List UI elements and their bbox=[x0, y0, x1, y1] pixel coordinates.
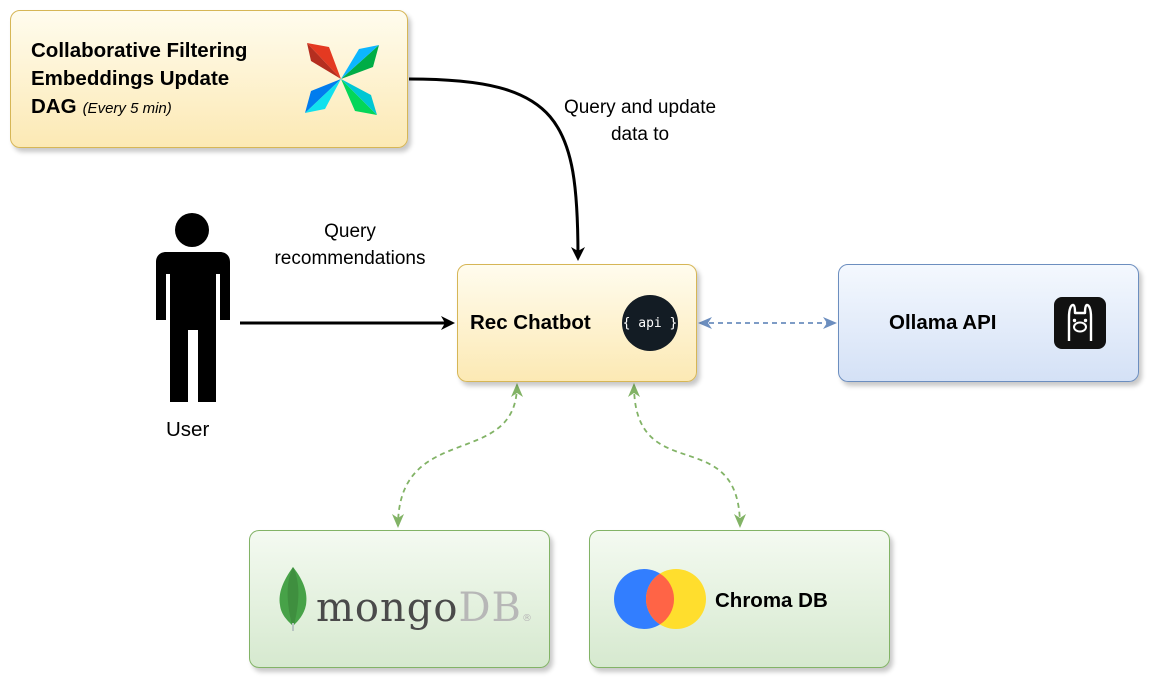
api-icon: { api } bbox=[622, 295, 678, 351]
mongodb-node[interactable]: mongoDB® bbox=[249, 530, 550, 668]
person-icon bbox=[156, 213, 230, 402]
mongodb-word-main: mongo bbox=[316, 585, 459, 631]
mongodb-leaf-icon bbox=[279, 567, 307, 631]
edge-chatbot-mongo bbox=[392, 383, 523, 528]
dag-node[interactable]: Collaborative Filtering Embeddings Updat… bbox=[10, 10, 408, 148]
dag-title: Collaborative Filtering Embeddings Updat… bbox=[31, 37, 293, 123]
chroma-logo-icon bbox=[614, 569, 706, 629]
edge-chatbot-chroma bbox=[628, 383, 746, 528]
ollama-llama-icon bbox=[1054, 297, 1106, 349]
edge-label-query-update: Query and update data to bbox=[563, 97, 717, 145]
dag-schedule: (Every 5 min) bbox=[82, 100, 172, 117]
ollama-api-node[interactable]: Ollama API bbox=[838, 264, 1139, 382]
airflow-pinwheel-icon bbox=[305, 43, 379, 115]
ollama-api-label: Ollama API bbox=[889, 311, 997, 334]
chroma-db-node[interactable]: Chroma DB bbox=[589, 530, 890, 668]
chroma-db-label: Chroma DB bbox=[715, 589, 828, 612]
edge-dag-to-chatbot bbox=[408, 77, 585, 261]
user-label: User bbox=[166, 418, 210, 441]
mongodb-registered-mark: ® bbox=[521, 613, 532, 624]
dag-title-text: Collaborative Filtering Embeddings Updat… bbox=[31, 39, 248, 118]
mongodb-word-accent: DB bbox=[458, 585, 522, 631]
mongodb-wordmark: mongoDB® bbox=[316, 585, 532, 631]
edge-label-query-recommendations: Query recommendations bbox=[274, 221, 426, 269]
rec-chatbot-label: Rec Chatbot bbox=[470, 311, 591, 334]
rec-chatbot-node[interactable]: Rec Chatbot { api } bbox=[457, 264, 697, 382]
